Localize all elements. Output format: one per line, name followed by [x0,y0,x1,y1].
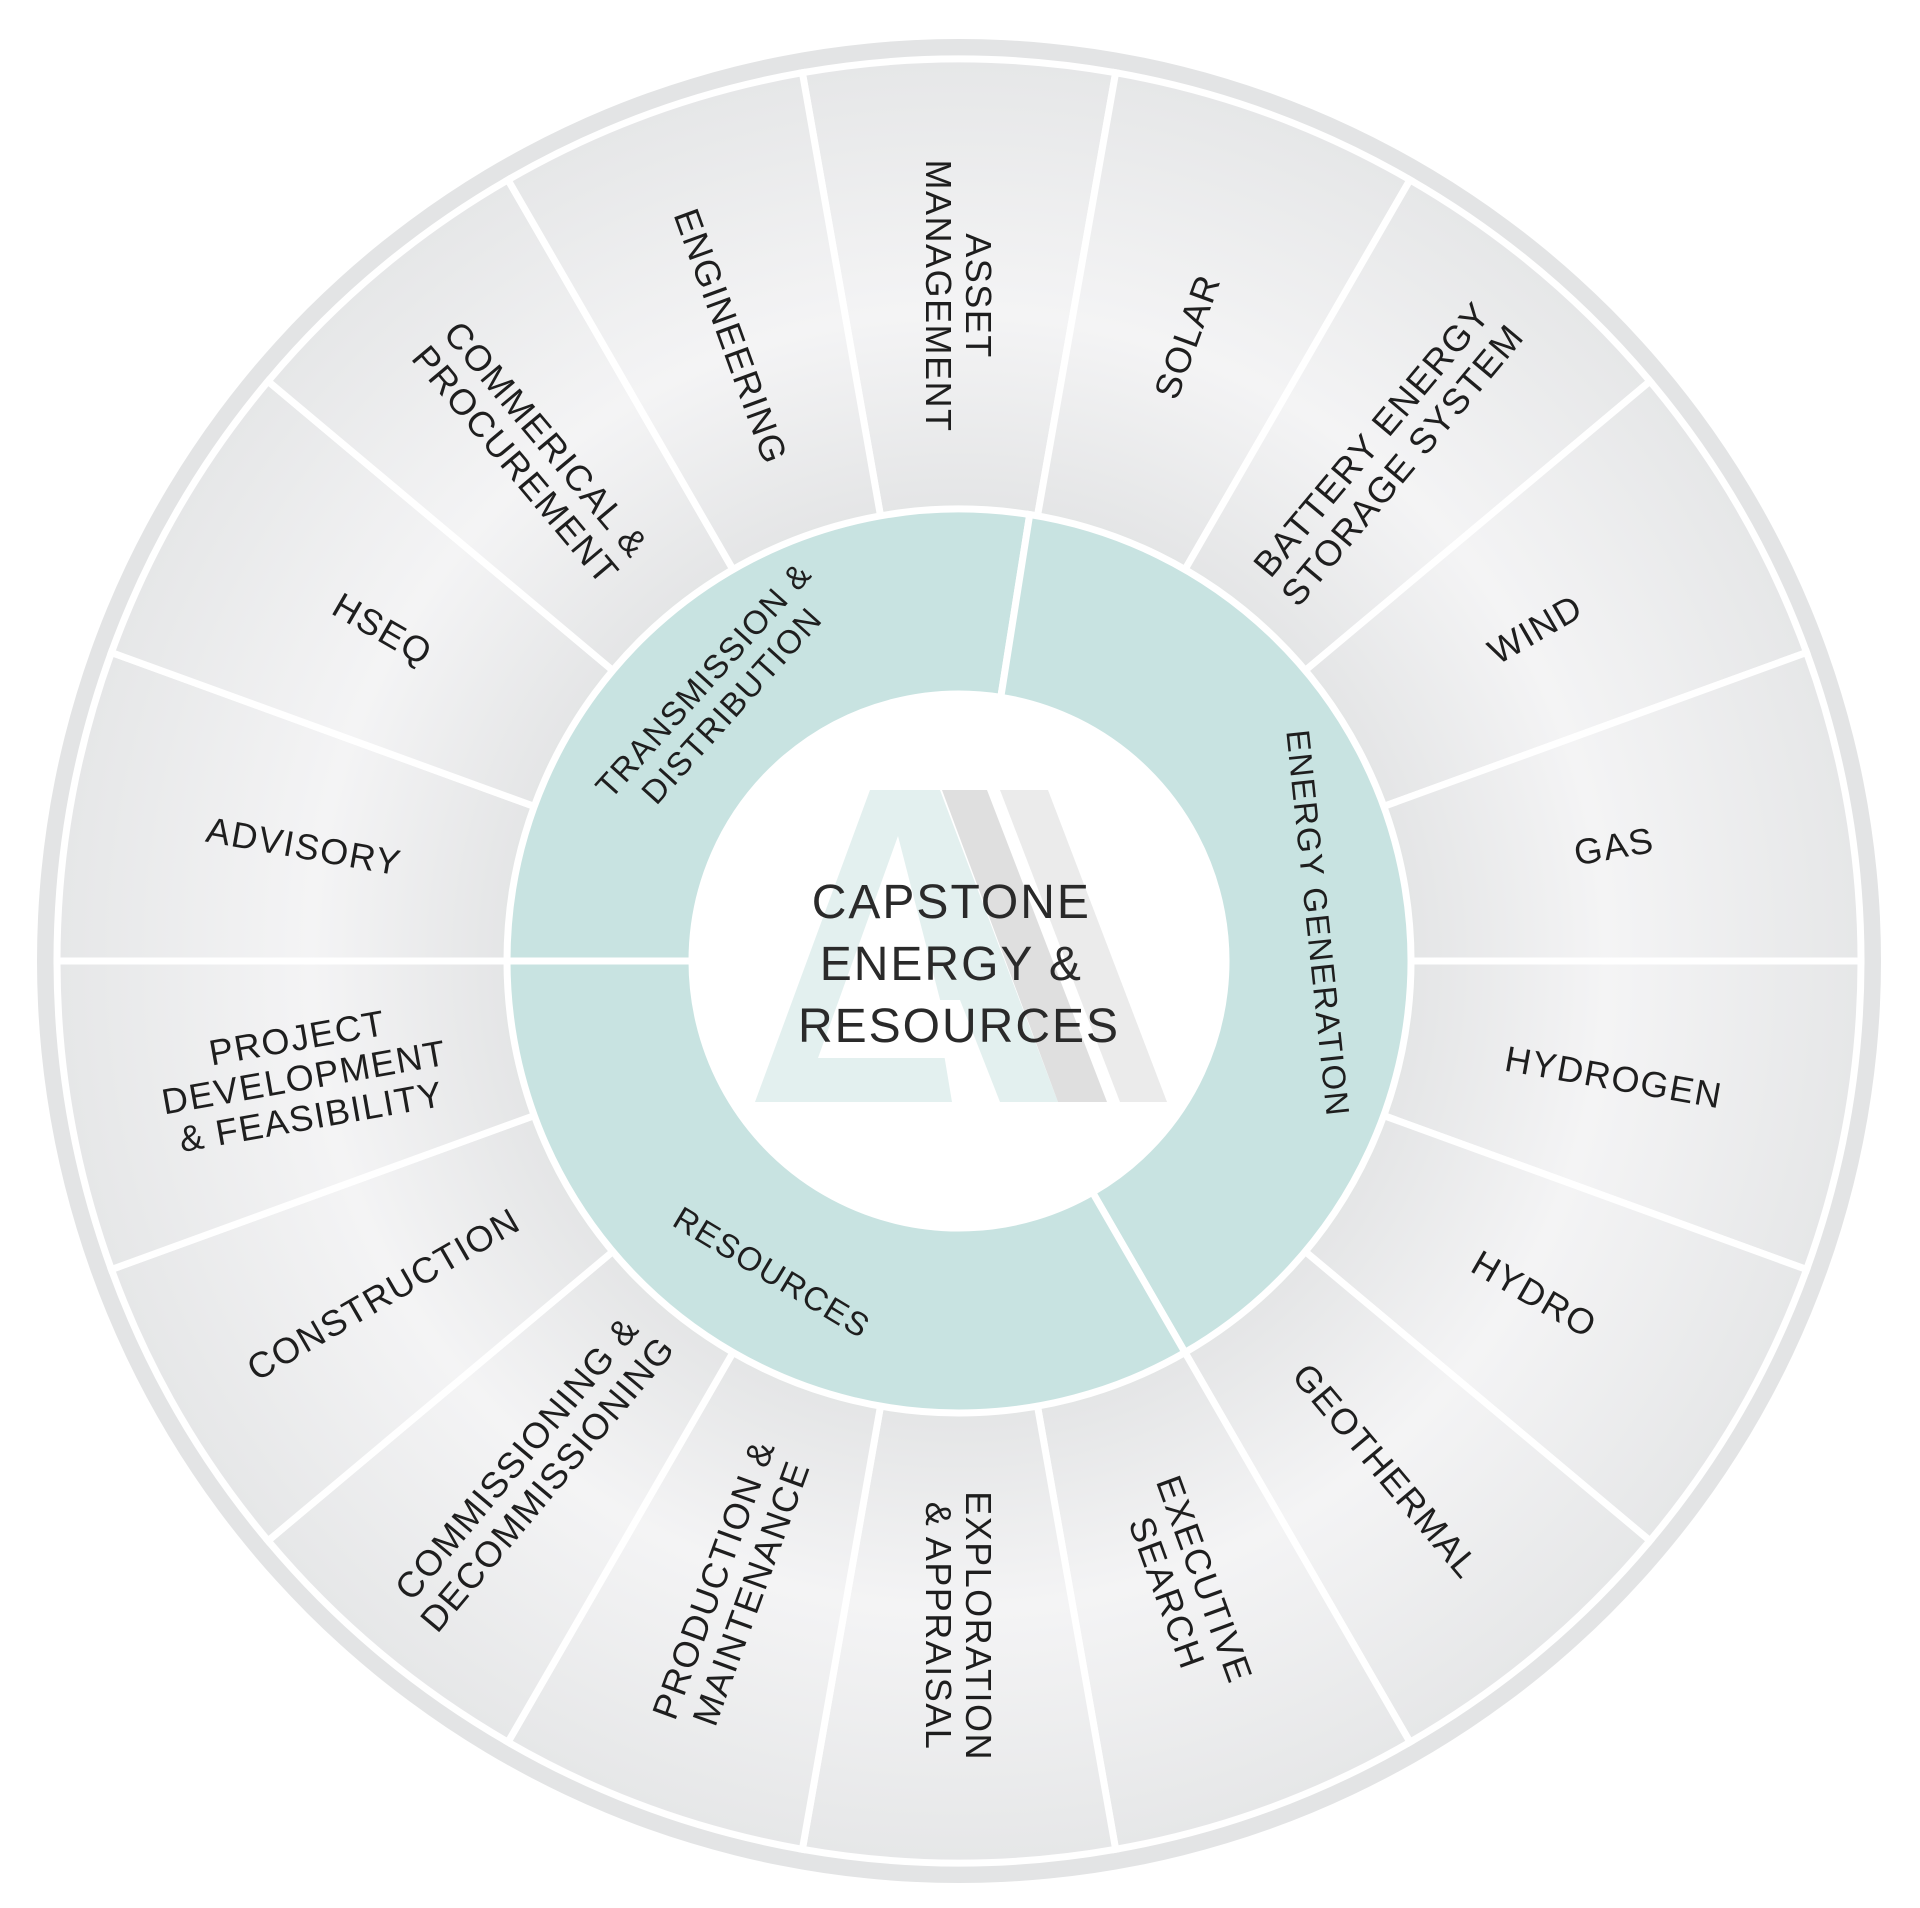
ring-sector-resources[interactable]: RESOURCES [503,957,1190,1417]
segment-label: ASSETMANAGEMENT [918,159,999,432]
ring-sector-shape [503,957,1190,1417]
center-title-line: CAPSTONE [812,876,1091,929]
segment-battery-energy-storage-system[interactable]: BATTERY ENERGYSTORAGE SYSTEM [1179,175,1655,677]
capstone-logo-watermark [755,790,1167,1102]
center-title-line: RESOURCES [798,1000,1120,1053]
segment-construction[interactable]: CONSTRUCTION [106,1110,620,1546]
segment-label-line: & APPRAISAL [918,1502,959,1751]
segment-project-development-feasibility[interactable]: PROJECTDEVELOPMENT& FEASIBILITY [53,957,541,1274]
segment-label-line: EXPLORATION [958,1491,999,1761]
center-title: CAPSTONE ENERGY & RESOURCES [798,876,1120,1053]
segment-label: EXPLORATION& APPRAISAL [918,1491,999,1761]
segment-executive-search[interactable]: EXECUTIVESEARCH [1033,1345,1415,1854]
center-title-line: ENERGY & [820,938,1083,991]
segment-hseq[interactable]: HSEQ [106,376,620,812]
segment-solar[interactable]: SOLAR [1033,68,1415,577]
segment-label-line: ASSET [958,233,999,359]
segment-label-line: MANAGEMENT [918,159,959,432]
ring-sector-energy-generation[interactable]: ENERGY GENERATION [996,510,1415,1358]
